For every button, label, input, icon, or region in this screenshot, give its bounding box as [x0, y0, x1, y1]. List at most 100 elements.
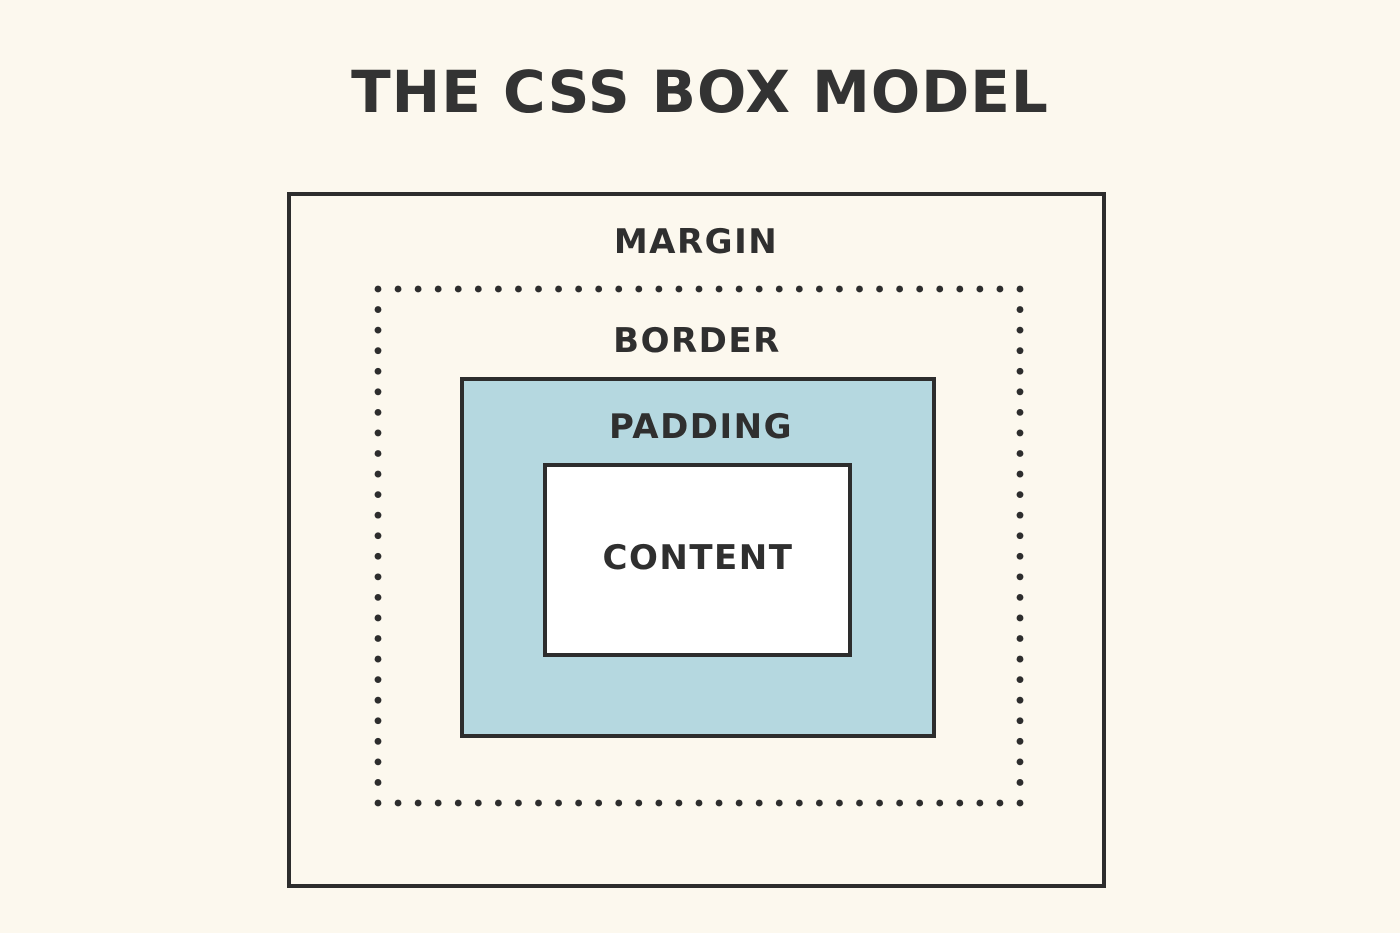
border-dot	[374, 388, 382, 396]
border-dot	[374, 429, 382, 437]
border-dot	[1016, 388, 1024, 396]
border-dot	[374, 408, 382, 416]
border-dot	[615, 799, 623, 807]
border-dot	[374, 696, 382, 704]
border-dot	[675, 799, 683, 807]
content-label: CONTENT	[602, 538, 794, 578]
border-dot	[374, 367, 382, 375]
border-dot	[374, 470, 382, 478]
border-dot	[675, 285, 683, 293]
border-dot	[1016, 573, 1024, 581]
border-dot	[775, 285, 783, 293]
border-dot	[996, 799, 1004, 807]
border-dot	[976, 285, 984, 293]
border-dot	[856, 799, 863, 807]
border-dot	[535, 285, 542, 293]
border-dot	[494, 285, 502, 293]
border-dot	[635, 799, 643, 807]
border-dot	[735, 799, 743, 807]
border-dot	[374, 511, 382, 519]
border-dot	[374, 635, 382, 642]
border-dot	[775, 799, 783, 807]
border-dot	[1016, 779, 1024, 786]
border-dot	[1016, 799, 1024, 807]
border-dot	[1016, 511, 1024, 519]
border-dot	[615, 285, 623, 293]
border-dot	[1016, 594, 1024, 601]
border-dot	[1016, 737, 1024, 745]
border-dot	[695, 285, 703, 293]
border-dot	[1016, 552, 1024, 560]
border-dot	[555, 285, 562, 293]
border-dot	[374, 594, 382, 601]
border-dot	[374, 326, 382, 334]
border-dot	[916, 799, 924, 807]
border-dot	[374, 676, 382, 684]
border-dot	[515, 285, 522, 293]
border-dot	[575, 799, 583, 807]
border-dot	[896, 285, 904, 293]
border-dot	[394, 285, 402, 293]
border-dot	[374, 717, 382, 725]
border-dot	[936, 799, 944, 807]
border-dot	[856, 285, 863, 293]
border-dot	[374, 655, 382, 663]
border-dot	[1016, 655, 1024, 663]
border-dot	[916, 285, 924, 293]
border-dot	[795, 285, 803, 293]
border-dot	[394, 799, 402, 807]
border-dot	[1016, 347, 1024, 355]
border-dot	[755, 799, 763, 807]
border-dot	[555, 799, 562, 807]
diagram-title: THE CSS BOX MODEL	[351, 58, 1049, 126]
border-dot	[695, 799, 703, 807]
border-dotted-outline	[374, 285, 1024, 807]
border-dot	[1016, 306, 1024, 313]
border-dot	[815, 799, 823, 807]
border-dot	[434, 285, 442, 293]
border-dot	[836, 285, 843, 293]
border-dot	[1016, 470, 1024, 478]
border-dot	[474, 285, 482, 293]
border-dot	[374, 552, 382, 560]
border-dot	[374, 614, 382, 622]
border-dot	[374, 491, 382, 498]
border-dot	[515, 799, 522, 807]
border-dot	[795, 799, 803, 807]
border-dot	[434, 799, 442, 807]
border-dot	[454, 799, 462, 807]
border-dot	[655, 285, 663, 293]
border-dot	[876, 799, 883, 807]
padding-label: PADDING	[608, 407, 794, 447]
border-dot	[976, 799, 984, 807]
border-dot	[896, 799, 904, 807]
border-dot	[1016, 408, 1024, 416]
border-dot	[715, 799, 723, 807]
border-dot	[956, 285, 964, 293]
border-dot	[1016, 532, 1024, 540]
border-dot	[595, 799, 603, 807]
border-dot	[1016, 635, 1024, 642]
border-dot	[1016, 285, 1024, 293]
border-dot	[936, 285, 944, 293]
border-dot	[414, 285, 422, 293]
border-label: BORDER	[613, 321, 781, 361]
border-dot	[374, 758, 382, 766]
border-dot	[374, 779, 382, 786]
border-dot	[494, 799, 502, 807]
border-dot	[1016, 491, 1024, 498]
content-box	[543, 463, 852, 657]
border-dot	[1016, 429, 1024, 437]
border-dot	[956, 799, 964, 807]
border-dot	[655, 799, 663, 807]
border-dot	[374, 347, 382, 355]
border-dot	[374, 285, 382, 293]
border-dot	[715, 285, 723, 293]
border-dot	[1016, 758, 1024, 766]
border-dot	[374, 532, 382, 540]
border-dot	[1016, 676, 1024, 684]
border-dot	[374, 306, 382, 313]
border-dot	[635, 285, 643, 293]
border-dot	[595, 285, 603, 293]
